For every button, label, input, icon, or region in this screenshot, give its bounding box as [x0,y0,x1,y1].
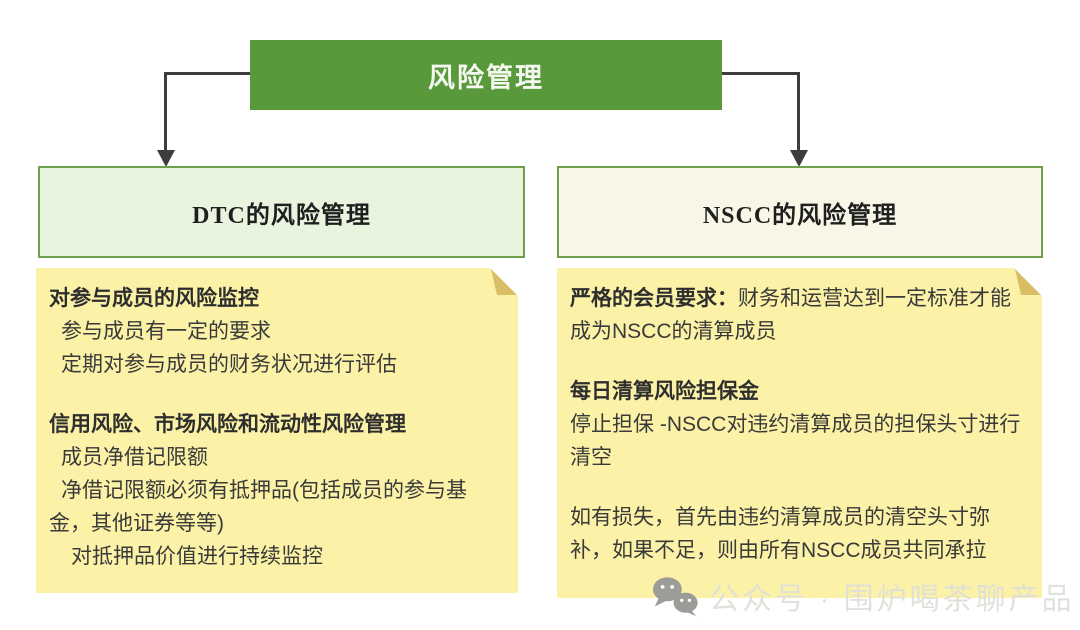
note-text-line: 信用风险、市场风险和流动性风险管理 [49,408,508,441]
note-text-line: 严格的会员要求：财务和运营达到一定标准才能 成为NSCC的清算成员 [570,282,1032,348]
note-regular-text: 财务和运营达到一定标准才能 成为NSCC的清算成员 [570,287,1011,343]
note-text-line: 如有损失，首先由违约清算成员的清空头寸弥 补，如果不足，则由所有NSCC成员共同… [570,501,1032,567]
folded-corner-icon [1014,268,1042,296]
note-bold-text: 每日清算风险担保金 [570,380,759,403]
note-regular-text: 净借记限额必须有抵押品(包括成员的参与基 金，其他证券等等) [49,479,467,535]
note-text-line: 对参与成员的风险监控 [49,282,508,315]
note-text-line: 净借记限额必须有抵押品(包括成员的参与基 金，其他证券等等) [49,474,508,540]
note-text-line: 参与成员有一定的要求 [49,315,508,348]
root-node-label: 风险管理 [428,62,544,93]
folded-corner-icon [490,268,518,296]
note-text-line: 每日清算风险担保金 [570,375,1032,408]
note-text-line: 成员净借记限额 [49,441,508,474]
note-bold-text: 严格的会员要求： [570,287,738,310]
note-regular-text: 对抵押品价值进行持续监控 [71,545,323,568]
note-dtc: 对参与成员的风险监控参与成员有一定的要求定期对参与成员的财务状况进行评估信用风险… [36,268,518,593]
left-connector-horizontal [164,72,250,75]
note-nscc-body: 严格的会员要求：财务和运营达到一定标准才能 成为NSCC的清算成员每日清算风险担… [570,282,1032,592]
right-connector-vertical [797,72,800,152]
note-regular-text: 停止担保 -NSCC对违约清算成员的担保头寸进行 清空 [570,413,1021,469]
note-bold-text: 对参与成员的风险监控 [49,287,259,310]
note-text-line: 停止担保 -NSCC对违约清算成员的担保头寸进行 清空 [570,408,1032,474]
branch-node-dtc-label: DTC的风险管理 [192,202,371,229]
note-dtc-body: 对参与成员的风险监控参与成员有一定的要求定期对参与成员的财务状况进行评估信用风险… [49,282,508,587]
note-nscc: 严格的会员要求：财务和运营达到一定标准才能 成为NSCC的清算成员每日清算风险担… [557,268,1042,598]
right-arrowhead-icon [790,150,808,167]
note-text-line: 定期对参与成员的财务状况进行评估 [49,348,508,381]
branch-node-dtc: DTC的风险管理 [38,166,525,258]
note-regular-text: 成员净借记限额 [61,446,208,469]
root-node: 风险管理 [250,40,722,110]
left-arrowhead-icon [157,150,175,167]
note-regular-text: 如有损失，首先由违约清算成员的清空头寸弥 补，如果不足，则由所有NSCC成员共同… [570,506,990,562]
note-bold-text: 信用风险、市场风险和流动性风险管理 [49,413,406,436]
note-regular-text: 参与成员有一定的要求 [61,320,271,343]
note-text-line: 对抵押品价值进行持续监控 [49,540,508,573]
branch-node-nscc: NSCC的风险管理 [557,166,1043,258]
note-regular-text: 定期对参与成员的财务状况进行评估 [61,353,397,376]
left-connector-vertical [164,72,167,152]
branch-node-nscc-label: NSCC的风险管理 [702,202,898,229]
right-connector-horizontal [722,72,800,75]
